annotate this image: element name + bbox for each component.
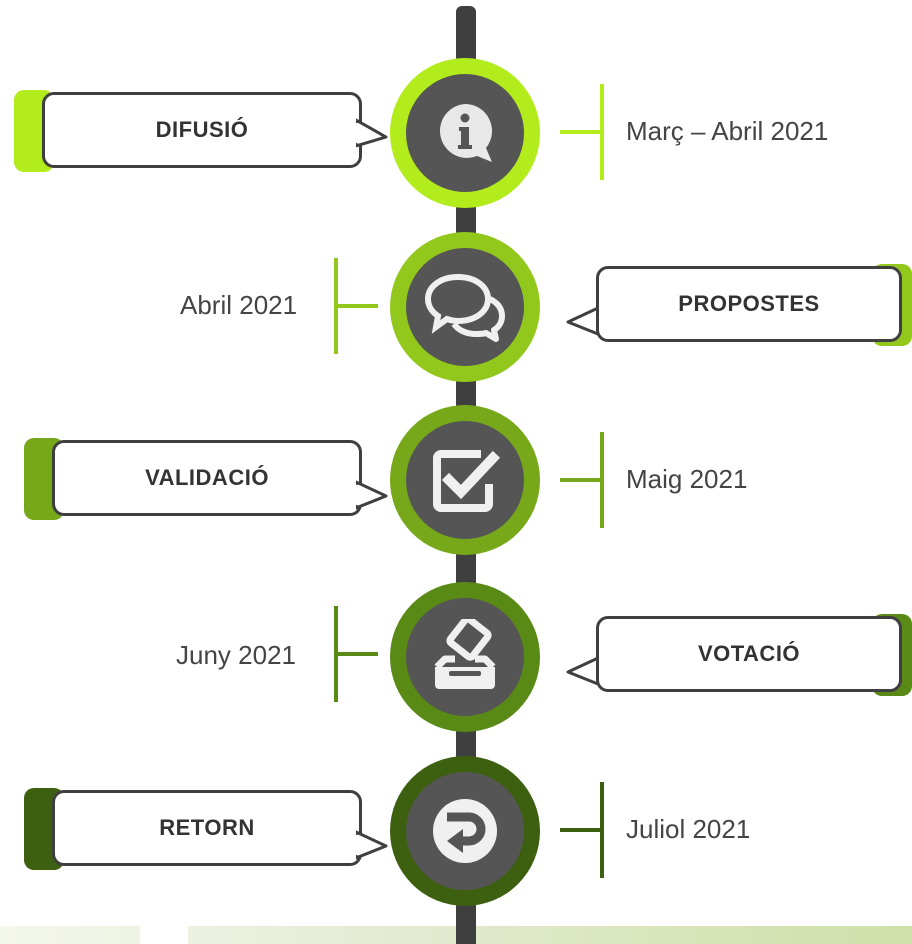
chat-bubbles-icon [424, 273, 505, 342]
step-label-box: RETORN [52, 790, 362, 866]
step-votacio-callout: VOTACIÓ [566, 614, 912, 696]
date-bracket [560, 432, 610, 528]
step-date: Juny 2021 [176, 640, 296, 670]
node-inner [406, 598, 524, 716]
step-votacio-node [390, 582, 540, 732]
checkbox-icon [433, 450, 501, 512]
callout-tail [356, 830, 388, 860]
step-retorn-node [390, 756, 540, 906]
date-bracket [560, 84, 610, 180]
step-date: Abril 2021 [180, 290, 298, 320]
node-inner [406, 421, 524, 539]
step-label-box: PROPOSTES [596, 266, 902, 342]
step-propostes-node [390, 232, 540, 382]
step-label-box: DIFUSIÓ [42, 92, 362, 168]
step-difusio-node [390, 58, 540, 208]
step-label: RETORN [159, 815, 255, 840]
ballot-box-icon [434, 619, 496, 689]
step-difusio-callout: DIFUSIÓ [14, 90, 388, 172]
step-label: DIFUSIÓ [155, 117, 249, 142]
callout-tail [356, 480, 388, 510]
date-bracket [560, 782, 610, 878]
step-label: PROPOSTES [678, 291, 820, 316]
return-arrow-icon [433, 799, 497, 863]
step-date: Juliol 2021 [626, 814, 751, 844]
step-label: VALIDACIÓ [145, 465, 269, 490]
step-label-box: VALIDACIÓ [52, 440, 362, 516]
step-validacio-node [390, 405, 540, 555]
node-inner [406, 772, 524, 890]
step-propostes-callout: PROPOSTES [566, 264, 912, 346]
callout-tail [356, 118, 388, 148]
bottom-strip-gap [140, 926, 188, 944]
info-bubble-icon [439, 103, 493, 162]
step-label: VOTACIÓ [697, 641, 801, 666]
step-date: Març – Abril 2021 [626, 116, 829, 146]
node-inner [406, 74, 524, 192]
date-bracket [334, 258, 384, 354]
step-label-box: VOTACIÓ [596, 616, 902, 692]
node-inner [406, 248, 524, 366]
step-retorn-callout: RETORN [24, 788, 388, 870]
step-date: Maig 2021 [626, 464, 748, 494]
date-bracket [334, 606, 384, 702]
step-validacio-callout: VALIDACIÓ [24, 438, 388, 520]
